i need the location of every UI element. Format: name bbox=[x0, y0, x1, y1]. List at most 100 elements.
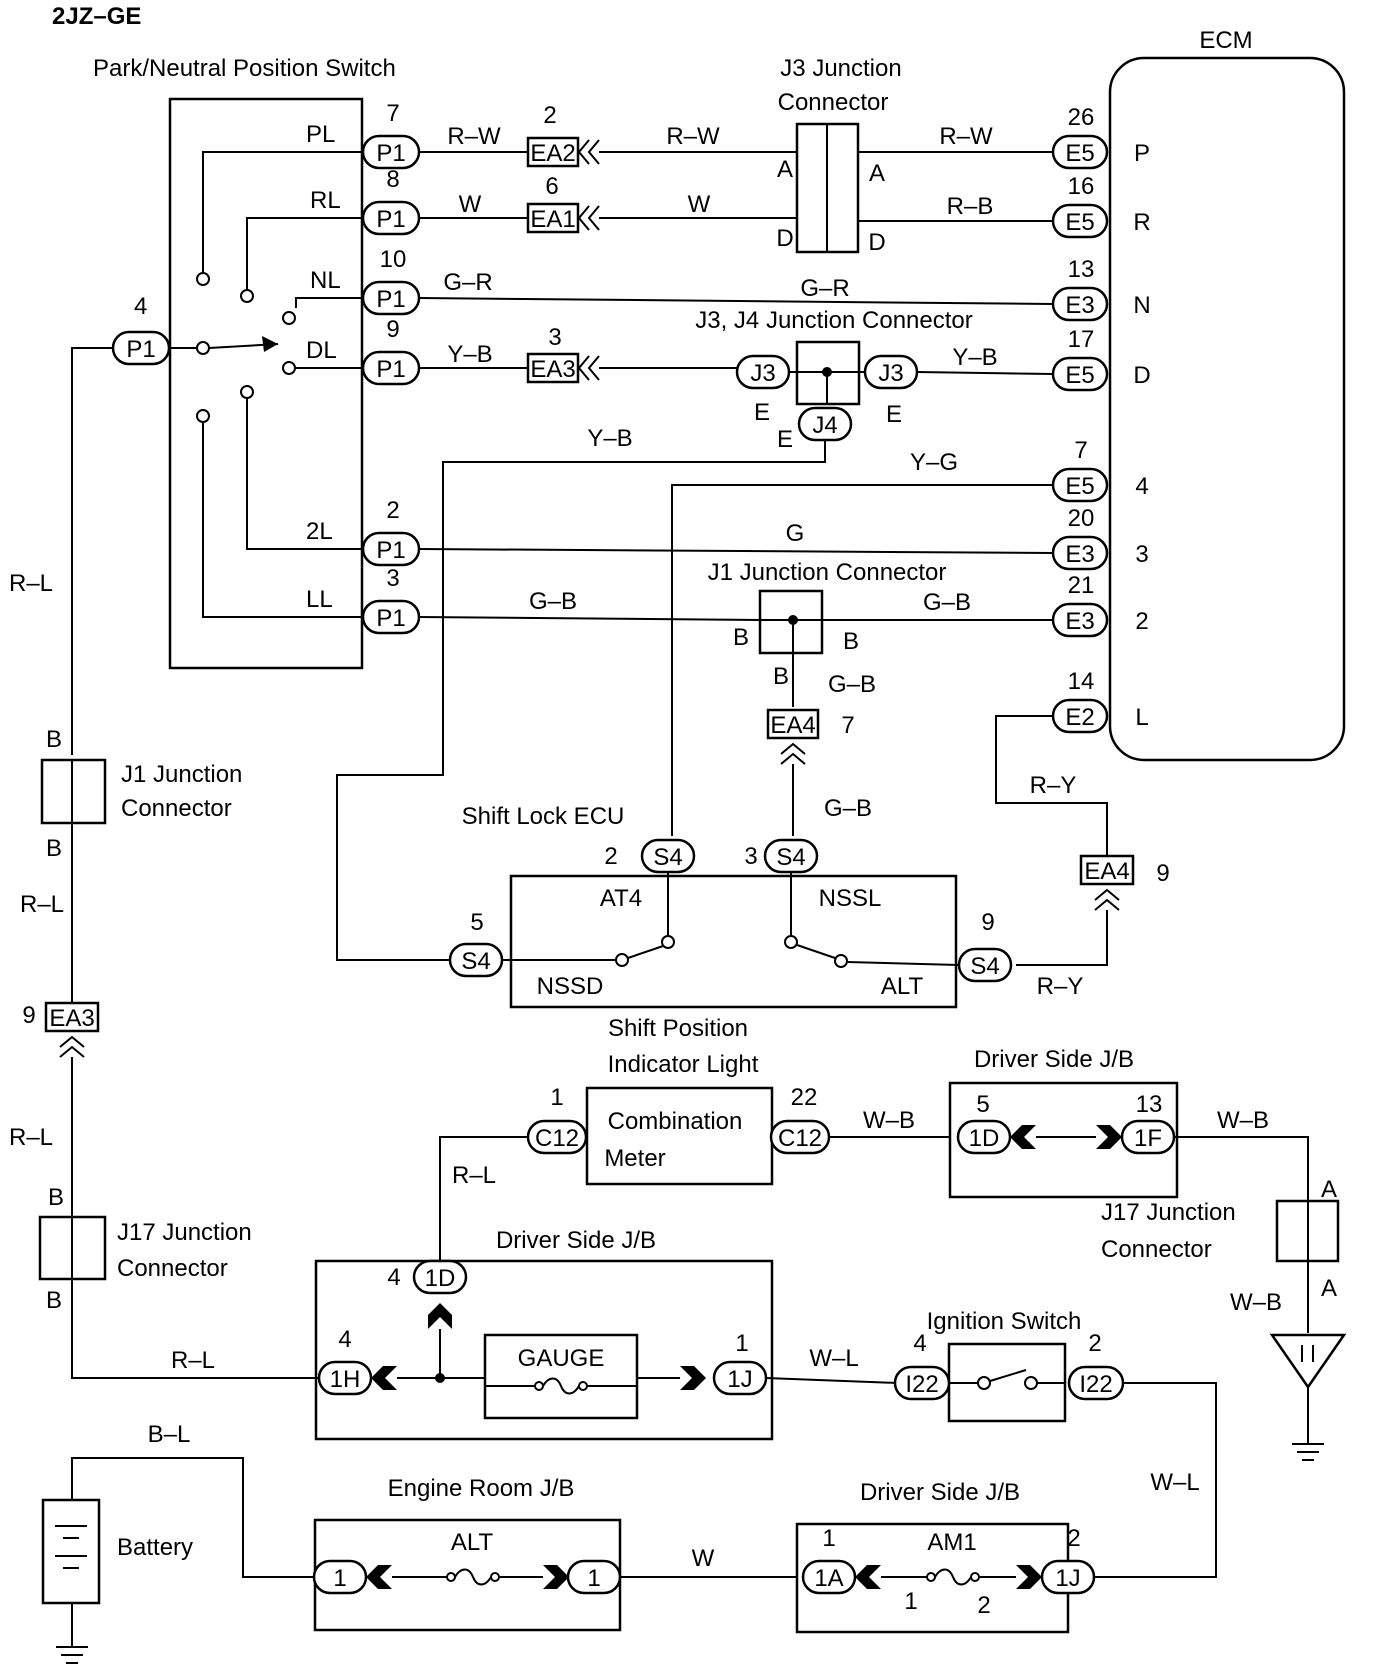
wire-color-label: W bbox=[688, 191, 711, 218]
pin-1: 1 bbox=[822, 1525, 835, 1552]
connector-1D-pin4 bbox=[412, 1259, 468, 1295]
pin-9: 9 bbox=[1156, 860, 1169, 887]
ecm-connector-E2-label: E2 bbox=[1065, 704, 1094, 731]
alt-fuse-label: ALT bbox=[451, 1529, 494, 1556]
pin-B: B bbox=[843, 628, 859, 655]
wire-color-label: Y–B bbox=[587, 425, 632, 452]
battery-box bbox=[41, 1498, 101, 1605]
wire-color-label: Y–G bbox=[910, 449, 958, 476]
wire-yg bbox=[671, 484, 1053, 836]
ecm-connector-E5 bbox=[1051, 134, 1109, 170]
terminal-ALT: ALT bbox=[881, 973, 924, 1000]
pnp-terminal-NL bbox=[361, 280, 421, 316]
j3-junction-box bbox=[795, 122, 860, 254]
connector-I22-pin2-label: I22 bbox=[1079, 1371, 1112, 1398]
ecm-connector-E5 bbox=[1051, 356, 1109, 392]
connector-EA4-ecm-label: EA4 bbox=[1084, 858, 1129, 885]
pnp-switch-box bbox=[168, 97, 364, 670]
j1-left-title-1: J1 Junction bbox=[121, 761, 242, 788]
driver-jb-top-box bbox=[948, 1081, 1179, 1199]
shift-lock-S4-pin3 bbox=[763, 838, 819, 874]
ground-symbol-right bbox=[1292, 1443, 1324, 1461]
pnp-position-NL: NL bbox=[310, 267, 341, 294]
terminal-NSSL: NSSL bbox=[819, 885, 882, 912]
pnp-pin-number: 9 bbox=[386, 316, 399, 343]
alt-fuse-element bbox=[454, 1568, 492, 1586]
dl-contact bbox=[282, 361, 296, 375]
engine-room-jb-title: Engine Room J/B bbox=[388, 1475, 575, 1502]
wire-color-label: R–L bbox=[20, 891, 64, 918]
wire-color-label: W bbox=[459, 191, 482, 218]
connector-C12-pin1-label: C12 bbox=[535, 1125, 579, 1152]
wire-color-label: G–R bbox=[443, 269, 492, 296]
pnp-terminal-2L-label: P1 bbox=[376, 537, 405, 564]
j1-splice bbox=[788, 615, 798, 625]
pnp-pin-number: 8 bbox=[386, 166, 399, 193]
wire-color-label: R–W bbox=[447, 123, 501, 150]
pnp-terminal-DL bbox=[361, 350, 421, 386]
wire-2l bbox=[418, 548, 1054, 554]
wire-color-label: R–L bbox=[9, 570, 53, 597]
engine-room-terminal-1-label: 1 bbox=[333, 1565, 346, 1592]
pnp-position-DL: DL bbox=[306, 337, 337, 364]
connector-1D-pin5-label: 1D bbox=[969, 1125, 1000, 1152]
pnp-position-PL: PL bbox=[306, 121, 335, 148]
pnp-terminal-NL-label: P1 bbox=[376, 286, 405, 313]
wire-color-label: G–B bbox=[824, 795, 872, 822]
ground-point-II bbox=[1269, 1333, 1347, 1390]
pnp-terminal-DL-label: P1 bbox=[376, 356, 405, 383]
j3-pin-D: D bbox=[868, 229, 885, 256]
am1-fuse-element bbox=[934, 1568, 972, 1586]
connector-1J-pin2-label: 1J bbox=[1055, 1565, 1080, 1592]
wire-color-label: R–W bbox=[666, 123, 720, 150]
1D-up-chevron bbox=[428, 1303, 452, 1329]
connector-J3-left bbox=[735, 354, 791, 390]
j17-right-title-2: Connector bbox=[1101, 1236, 1212, 1263]
pin-13: 13 bbox=[1136, 1091, 1163, 1118]
j1-junction-box bbox=[758, 589, 824, 655]
pnp-terminal-2L bbox=[361, 531, 421, 567]
pnp-terminal-LL-label: P1 bbox=[376, 605, 405, 632]
wire-wb-2 bbox=[1174, 1136, 1309, 1201]
pin-B: B bbox=[46, 726, 62, 753]
2l-contact bbox=[240, 385, 254, 399]
connector-1J-pin1 bbox=[712, 1360, 768, 1396]
sl-nssl-contact bbox=[784, 935, 798, 949]
pin-1: 1 bbox=[735, 1330, 748, 1357]
connector-EA1-label: EA1 bbox=[530, 206, 575, 233]
ecm-connector-E3-label: E3 bbox=[1065, 541, 1094, 568]
connector-J3-right bbox=[863, 354, 919, 390]
pin-9: 9 bbox=[22, 1002, 35, 1029]
ecm-terminal-4: 4 bbox=[1135, 473, 1148, 500]
ecm-connector-E5-label: E5 bbox=[1065, 140, 1094, 167]
pnp-terminal-PL-label: P1 bbox=[376, 140, 405, 167]
EA4-ecm-chevron bbox=[1094, 888, 1120, 911]
pnp-common-terminal bbox=[111, 330, 171, 366]
j3-pin-A: A bbox=[777, 156, 793, 183]
indicator-title-1: Shift Position bbox=[608, 1015, 748, 1042]
gauge-fuse-box bbox=[483, 1333, 639, 1420]
EA3-left-chevron bbox=[59, 1035, 85, 1058]
connector-C12-pin22-label: C12 bbox=[778, 1125, 822, 1152]
sl-at4-contact bbox=[661, 935, 675, 949]
ecm-connector-E3-label: E3 bbox=[1065, 608, 1094, 635]
j3j4-junction-box bbox=[795, 340, 861, 406]
connector-EA3 bbox=[526, 352, 580, 384]
ecm-pin-number: 7 bbox=[1074, 437, 1087, 464]
wire-color-label: Y–B bbox=[447, 341, 492, 368]
wire-ry-2 bbox=[1016, 910, 1108, 966]
EA2-chevron bbox=[577, 139, 600, 165]
wire-wl-1 bbox=[765, 1377, 899, 1384]
pin-4: 4 bbox=[387, 1264, 400, 1291]
wire-color-label: B–L bbox=[148, 1421, 191, 1448]
shift-lock-ecu-box bbox=[509, 874, 958, 1009]
driver-jb-mid-title: Driver Side J/B bbox=[496, 1227, 656, 1254]
ecm-terminal-P: P bbox=[1134, 140, 1150, 167]
engine-room-chevron-right bbox=[543, 1565, 569, 1589]
wire-nl bbox=[418, 297, 1054, 305]
engine-room-chevron-left bbox=[366, 1565, 392, 1589]
connector-J3-right-label: J3 bbox=[878, 360, 903, 387]
shift-lock-S4-pin5-label: S4 bbox=[461, 948, 490, 975]
1J-bottom-chevron bbox=[1016, 1565, 1042, 1589]
driver-jb-bottom-title: Driver Side J/B bbox=[860, 1479, 1020, 1506]
